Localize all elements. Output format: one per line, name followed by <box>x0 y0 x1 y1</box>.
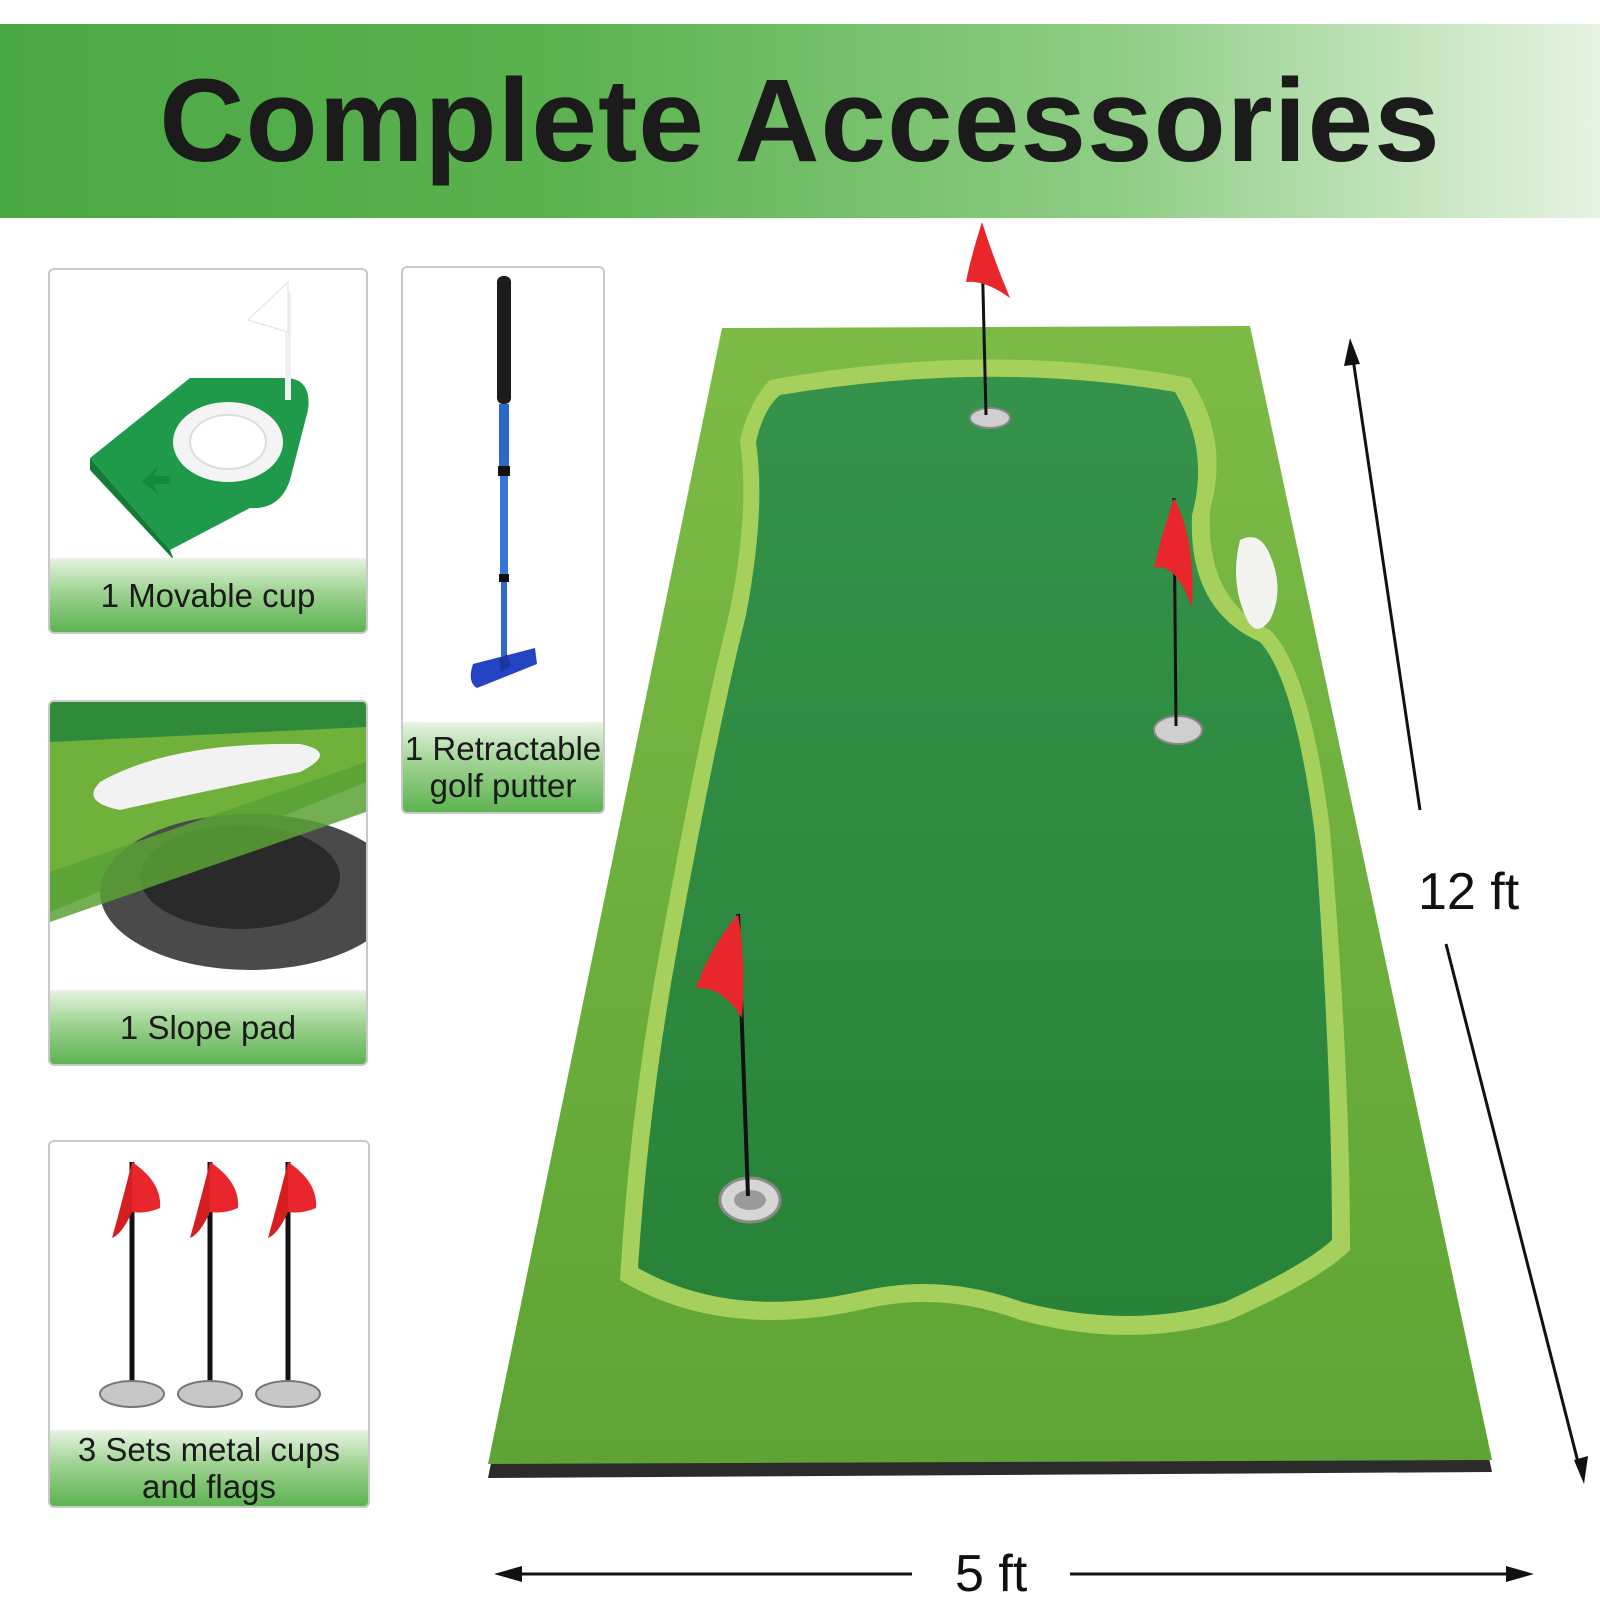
hole-2 <box>1153 497 1203 745</box>
flags-label-line1: 3 Sets metal cups <box>77 1431 341 1468</box>
width-arrow <box>494 1566 1534 1582</box>
accessory-card-putter: 1 Retractable golf putter <box>401 266 605 814</box>
putting-surface <box>638 376 1332 1316</box>
page-title: Complete Accessories <box>159 55 1441 187</box>
flag-set-2 <box>177 1162 243 1408</box>
sand-trap <box>1236 537 1278 629</box>
hole-3 <box>696 913 782 1224</box>
putter-label: 1 Retractable golf putter <box>403 722 603 812</box>
slope-pad-image <box>50 702 366 970</box>
flags-label: 3 Sets metal cups and flags <box>50 1430 368 1506</box>
length-arrow <box>1344 338 1588 1484</box>
putter-label-line2: golf putter <box>429 767 577 804</box>
accessory-card-movable-cup: 1 Movable cup <box>48 268 368 634</box>
length-label: 12 ft <box>1418 863 1520 921</box>
movable-cup-label: 1 Movable cup <box>50 558 366 632</box>
flag-set-3 <box>255 1162 321 1408</box>
hole-1 <box>966 222 1011 429</box>
accessory-card-slope-pad: 1 Slope pad <box>48 700 368 1066</box>
putting-green-mat-image <box>488 222 1492 1478</box>
flags-image <box>99 1162 321 1408</box>
putter-image <box>470 276 537 688</box>
flag-set-1 <box>99 1162 165 1408</box>
accessory-card-flags: 3 Sets metal cups and flags <box>48 1140 370 1508</box>
header-banner <box>0 24 1600 218</box>
slope-pad-label: 1 Slope pad <box>50 990 366 1064</box>
movable-cup-image <box>90 280 309 560</box>
putter-label-line1: 1 Retractable <box>404 730 602 767</box>
width-label: 5 ft <box>955 1545 1028 1603</box>
flags-label-line2: and flags <box>142 1468 276 1505</box>
